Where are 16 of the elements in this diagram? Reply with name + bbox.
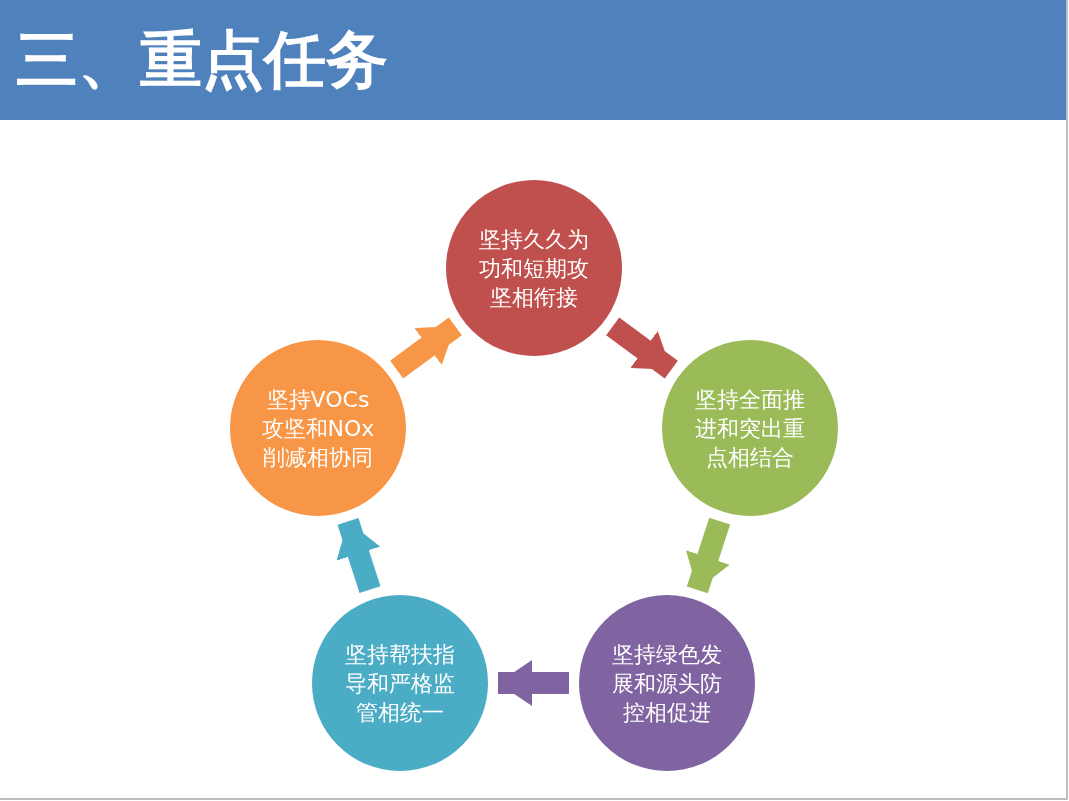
process-circle — [312, 595, 488, 771]
block-arrow — [390, 317, 462, 379]
block-arrow — [498, 660, 569, 706]
circle-text: 坚持帮扶指导和严格监管相统一 — [344, 640, 456, 727]
process-circle — [230, 340, 406, 516]
circle-text: 坚持VOCs攻坚和NOx削减相协同 — [261, 385, 375, 472]
process-circle — [446, 180, 622, 356]
slide-title: 三、重点任务 — [16, 22, 388, 98]
block-arrow — [606, 317, 678, 379]
circle-text: 坚持全面推进和突出重点相结合 — [694, 385, 806, 472]
process-circle — [579, 595, 755, 771]
block-arrow — [336, 517, 381, 594]
block-arrow — [686, 517, 731, 594]
process-circle — [662, 340, 838, 516]
circle-text: 坚持绿色发展和源头防控相促进 — [611, 640, 723, 727]
circle-text: 坚持久久为功和短期攻坚相衔接 — [478, 225, 590, 312]
